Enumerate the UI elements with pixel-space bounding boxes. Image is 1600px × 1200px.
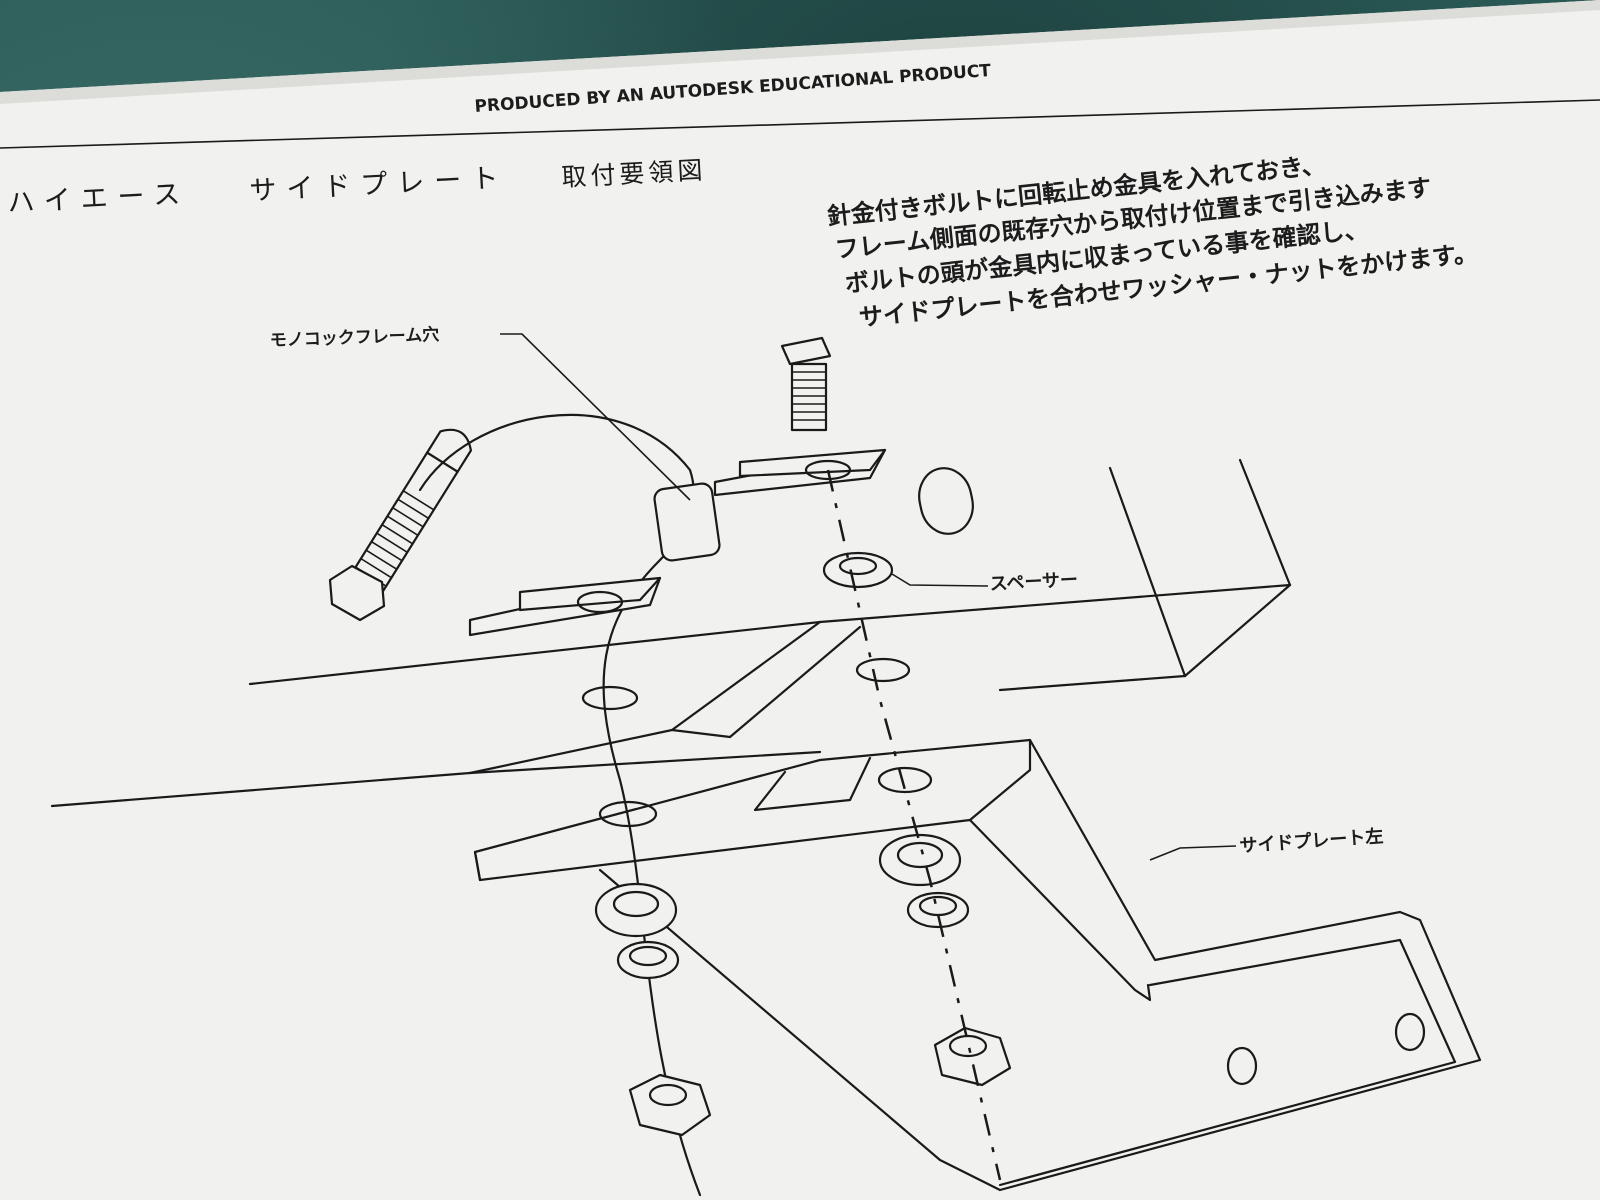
monocoque-frame bbox=[50, 458, 1292, 808]
leader-side-plate bbox=[1149, 845, 1237, 861]
callout-spacer: スペーサー bbox=[989, 569, 1078, 595]
spacer bbox=[822, 551, 894, 589]
washer-left bbox=[594, 882, 678, 938]
anti-rotation-bracket-lower bbox=[468, 576, 662, 637]
paper-shadow bbox=[0, 0, 1600, 104]
header-divider bbox=[0, 99, 1600, 149]
anti-rotation-bracket-upper bbox=[713, 448, 887, 497]
nut-left bbox=[628, 1073, 712, 1137]
side-plate-left bbox=[473, 738, 1482, 1192]
frame-hole-marker bbox=[653, 482, 721, 562]
leader-frame-hole bbox=[500, 333, 691, 501]
upper-bolt bbox=[780, 336, 832, 432]
spring-washer-right bbox=[906, 891, 970, 929]
assembly-centerline bbox=[826, 469, 1002, 1181]
washer-right bbox=[878, 833, 962, 887]
spring-washer-left bbox=[616, 940, 680, 980]
leader-spacer bbox=[891, 573, 989, 587]
